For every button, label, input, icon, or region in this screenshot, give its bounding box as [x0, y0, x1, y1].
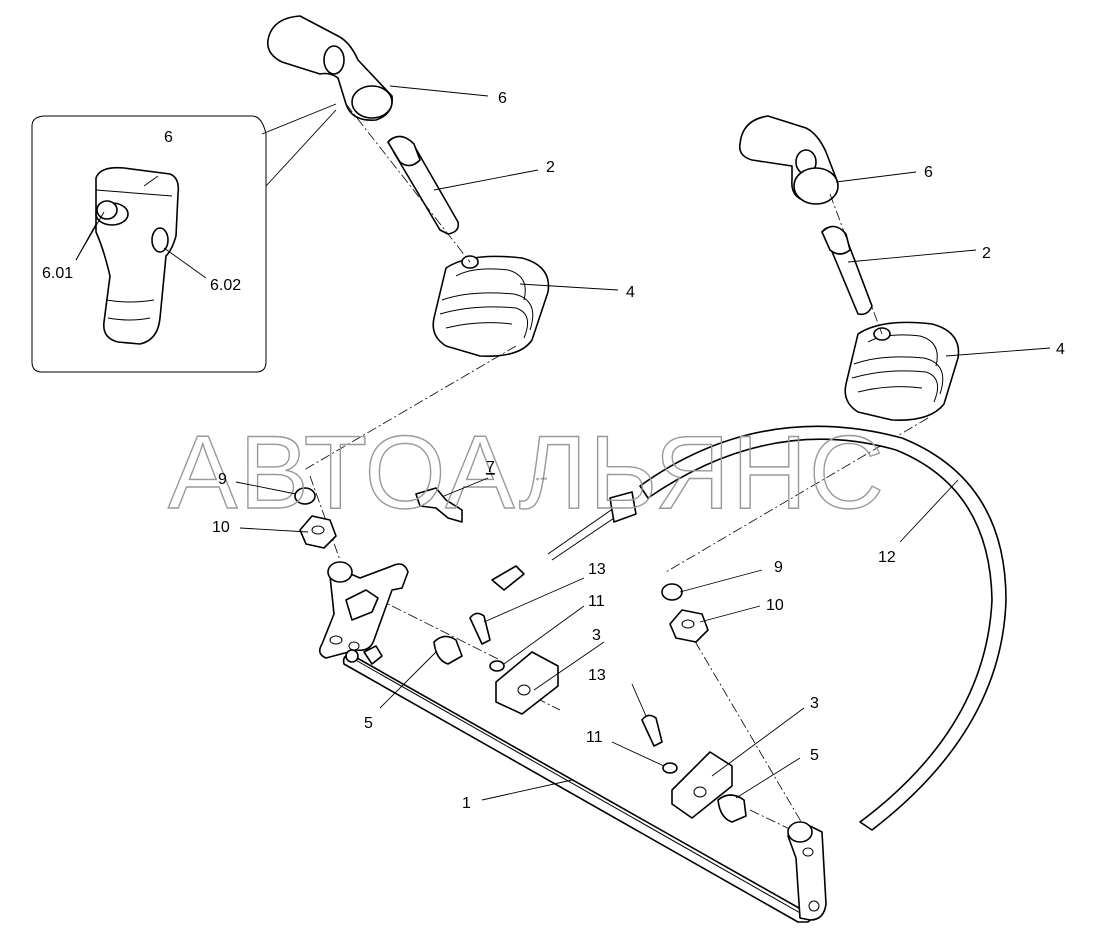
callout-7: 7	[486, 459, 495, 476]
left-rubber-boot	[432, 255, 550, 357]
callout-2-right: 2	[982, 245, 991, 262]
callout-1: 1	[462, 795, 471, 812]
callout-3-upper: 3	[592, 627, 601, 644]
left-lever	[318, 561, 409, 665]
leader-lines	[75, 85, 1051, 801]
callout-6-01: 6.01	[42, 265, 73, 282]
callout-9-left: 9	[218, 471, 227, 488]
callout-9-right: 9	[774, 559, 783, 576]
callout-11-upper: 11	[588, 593, 605, 610]
small-parts	[294, 487, 747, 823]
callout-13-lower: 13	[588, 667, 606, 684]
callout-5-left: 5	[364, 715, 373, 732]
callout-6-inset: 6	[164, 129, 173, 146]
inset-detail	[31, 103, 337, 373]
callout-4-left: 4	[626, 284, 635, 301]
callout-10-right: 10	[766, 597, 784, 614]
callout-5-right: 5	[810, 747, 819, 764]
callout-11-lower: 11	[586, 729, 603, 746]
watermark-text: АВТОАЛЬЯНС	[168, 415, 886, 531]
callout-10-left: 10	[212, 519, 230, 536]
cross-shaft	[342, 653, 812, 923]
inset-handle	[95, 166, 180, 345]
callout-6-right: 6	[924, 164, 933, 181]
callout-6-left: 6	[498, 90, 507, 107]
small-mark: ф 999	[536, 476, 548, 481]
callout-labels: 6 6.01 6.02 6 2 4 6 2 4 9 10 7 12 13 11 …	[42, 90, 1065, 812]
callout-12: 12	[878, 549, 896, 566]
callout-4-right: 4	[1056, 341, 1065, 358]
callout-13-upper: 13	[588, 561, 606, 578]
right-rubber-boot	[844, 321, 960, 421]
callout-6-02: 6.02	[210, 277, 241, 294]
right-lever	[787, 821, 827, 921]
right-handle-assembly	[738, 115, 960, 421]
control-cable	[491, 425, 1007, 831]
center-lines	[303, 103, 929, 835]
callout-3-lower: 3	[810, 695, 819, 712]
callout-2-left: 2	[546, 159, 555, 176]
left-handle-assembly	[266, 15, 550, 357]
